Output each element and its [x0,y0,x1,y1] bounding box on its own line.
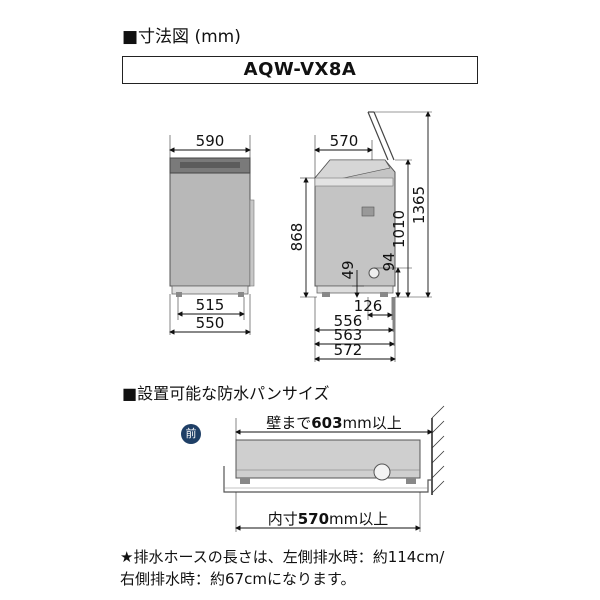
front-top-width-label: 590 [196,132,225,150]
pan-wall-distance-label: 壁まで603mm以上 [266,414,402,432]
front-extension-lines [169,135,251,335]
front-foot-inner-label: 515 [196,296,225,314]
side-view-washer [314,111,396,297]
side-height-lid-hinge-label: 1010 [390,210,408,248]
pan-inner-size-label: 内寸570mm以上 [268,510,389,528]
side-drain-offset-label: 126 [354,297,383,315]
pan-section-title: ■設置可能な防水パンサイズ [122,384,330,403]
pan-washer-and-pan [223,439,432,493]
side-lid-depth-label: 570 [330,132,359,150]
front-view-washer [169,157,255,297]
side-depth-2-label: 563 [334,326,363,344]
side-height-lid-open-label: 1365 [410,186,428,224]
hose-note-line-2: 右側排水時：約67cmになります。 [120,570,356,588]
side-depth-1-label: 556 [334,312,363,330]
side-drain-height-label: 49 [339,260,357,279]
side-depth-3-label: 572 [334,341,363,359]
front-foot-outer-label: 550 [196,314,225,332]
front-indicator-badge: 前 [181,424,201,444]
hose-note-line-1: ★排水ホースの長さは、左側排水時：約114cm/ [120,548,445,566]
side-drain-height-right-label: 94 [380,252,398,271]
pan-wall [431,405,445,495]
model-name-box: AQW-VX8A [122,56,478,84]
dimensions-section-title: ■寸法図 (mm) [122,27,241,47]
side-height-body-label: 868 [288,223,306,252]
